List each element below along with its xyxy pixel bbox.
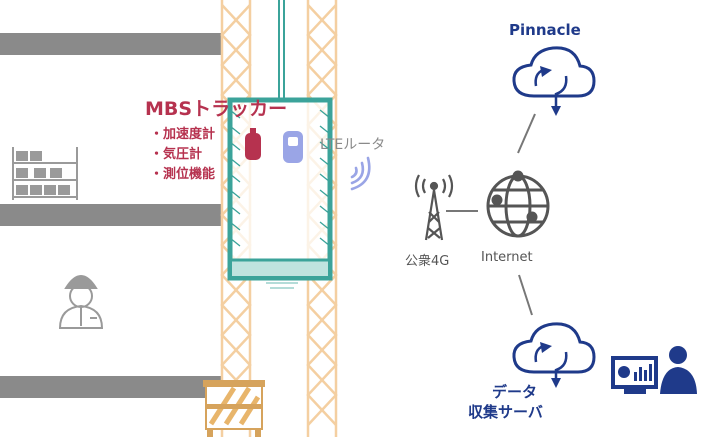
cloud-sync-icon bbox=[512, 322, 596, 388]
network-links bbox=[446, 113, 536, 316]
cell-tower-icon bbox=[414, 174, 454, 241]
tracker-title: MBSトラッカー bbox=[145, 98, 288, 120]
tracker-spec-barometer: ・気圧計 bbox=[150, 147, 203, 162]
monitor-user-icon bbox=[611, 346, 697, 394]
barrier-icon bbox=[203, 380, 265, 437]
floor-slab-top bbox=[0, 33, 222, 55]
cloud-sync-icon bbox=[512, 46, 596, 116]
lte-router-label: LTEルータ bbox=[320, 137, 386, 153]
floor-slab-middle bbox=[0, 204, 222, 226]
pinnacle-label: Pinnacle bbox=[509, 21, 581, 39]
data-server-label-line1: データ bbox=[492, 383, 538, 401]
signal-wave-icon bbox=[350, 156, 371, 191]
tracker-device-icon bbox=[245, 128, 261, 160]
elevator-car bbox=[227, 97, 333, 289]
tracker-spec-accelerometer: ・加速度計 bbox=[150, 127, 216, 142]
globe-icon bbox=[486, 170, 550, 238]
tracker-spec-positioning: ・測位機能 bbox=[150, 167, 216, 182]
cell-network-label: 公衆4G bbox=[405, 254, 450, 269]
floor-slab-bottom bbox=[0, 376, 222, 398]
worker-icon bbox=[58, 275, 104, 329]
shelf-icon bbox=[12, 147, 78, 200]
internet-label: Internet bbox=[481, 250, 533, 265]
data-server-label-line2: 収集サーバ bbox=[468, 403, 543, 421]
lte-router-icon bbox=[283, 131, 303, 163]
